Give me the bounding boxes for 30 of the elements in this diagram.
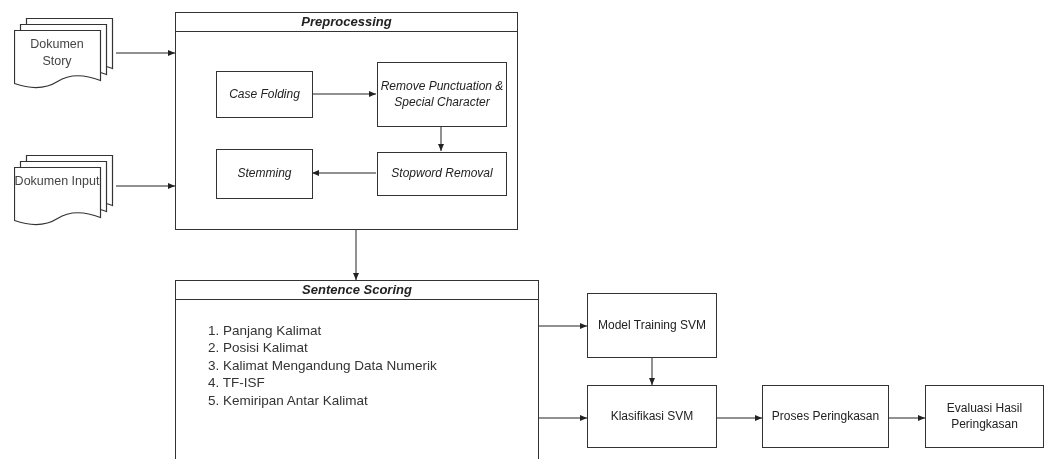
process-box: Stopword Removal: [377, 152, 507, 196]
arrow: [888, 415, 926, 421]
list-item: 2. Posisi Kalimat: [208, 339, 308, 357]
list-item: 5. Kemiripan Antar Kalimat: [208, 391, 368, 409]
arrow: [438, 125, 444, 152]
process-box: Proses Peringkasan: [762, 385, 889, 448]
arrow: [538, 323, 588, 329]
arrow: [538, 415, 588, 421]
arrow: [716, 415, 763, 421]
process-box: Klasifikasi SVM: [587, 385, 717, 448]
arrow: [353, 229, 359, 281]
arrow: [311, 91, 377, 97]
arrow: [115, 50, 176, 56]
list-item: 1. Panjang Kalimat: [208, 321, 322, 339]
group-title: Preprocessing: [176, 13, 517, 32]
arrow: [311, 170, 377, 176]
document-label: Dokumen Story: [29, 36, 85, 70]
document-label: Dokumen Input: [14, 173, 100, 190]
group-title: Sentence Scoring: [176, 281, 538, 300]
process-group: [175, 12, 518, 230]
arrow: [649, 357, 655, 386]
list-item: 3. Kalimat Mengandung Data Numerik: [208, 356, 437, 374]
list-item: 4. TF-ISF: [208, 374, 265, 392]
process-group: [175, 280, 539, 459]
process-box: Evaluasi Hasil Peringkasan: [925, 385, 1044, 448]
process-box: Case Folding: [216, 71, 313, 118]
process-box: Model Training SVM: [587, 293, 717, 358]
process-box: Remove Punctuation & Special Character: [377, 62, 507, 127]
process-box: Stemming: [216, 149, 313, 199]
arrow: [115, 183, 176, 189]
